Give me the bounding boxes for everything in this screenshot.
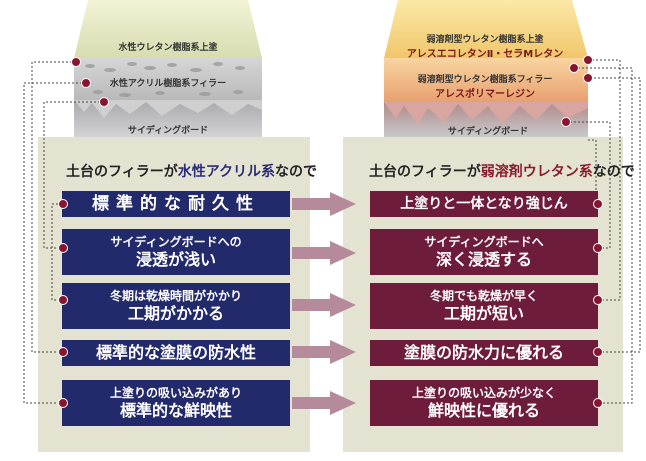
left-layer-stack <box>74 0 262 137</box>
right-item-1: 上塗りと一体となり強じん <box>370 191 598 217</box>
left-item-1: 標準的な耐久性 <box>62 191 290 217</box>
left-item-5-line1: 上塗りの吸い込みがあり <box>109 386 242 401</box>
left-item-5: 上塗りの吸い込みがあり 標準的な鮮映性 <box>62 380 290 426</box>
connector-dot <box>593 398 603 408</box>
connector-dot <box>593 243 603 253</box>
left-heading-post: なので <box>275 164 318 180</box>
left-item-5-line2: 標準的な鮮映性 <box>119 400 232 420</box>
connector-dot <box>99 97 109 107</box>
right-heading: 土台のフィラーが弱溶剤ウレタン系なので <box>369 161 635 181</box>
right-top-coat-label-1: 弱溶剤型ウレタン樹脂系上塗 <box>426 35 544 45</box>
left-item-3-line1: 冬期は乾燥時間がかかり <box>109 289 242 304</box>
right-item-4-text: 塗膜の防水力に優れる <box>403 343 564 363</box>
right-item-2-line2: 深く浸透する <box>435 249 532 269</box>
connector-dot <box>593 199 603 209</box>
left-item-2: サイディングボードへの 浸透が浅い <box>62 229 290 275</box>
connector-dot <box>71 57 81 67</box>
right-filler-label-1: 弱溶剤型ウレタン樹脂系フィラー <box>417 75 553 85</box>
left-board-label: サイディングボード <box>127 126 209 136</box>
connector-dot <box>81 78 91 88</box>
left-filler-label: 水性アクリル樹脂系フィラー <box>109 79 227 89</box>
left-heading-pre: 土台のフィラーが <box>66 164 178 180</box>
right-board-label: サイディングボード <box>447 127 529 137</box>
right-item-4: 塗膜の防水力に優れる <box>370 340 598 366</box>
right-item-3: 冬期でも乾燥が早く 工期が短い <box>370 283 598 329</box>
right-item-5: 上塗りの吸い込みが少なく 鮮映性に優れる <box>370 380 598 426</box>
left-item-4-text: 標準的な塗膜の防水性 <box>95 343 256 363</box>
connector-dot <box>561 117 571 127</box>
right-heading-highlight: 弱溶剤ウレタン系 <box>480 164 593 180</box>
left-item-3-line2: 工期がかかる <box>127 303 224 323</box>
left-item-2-line2: 浸透が浅い <box>135 249 216 269</box>
connector-dot <box>58 295 68 305</box>
connector-dot <box>569 63 579 73</box>
connector-dot <box>58 347 68 357</box>
arrows <box>292 192 356 415</box>
right-heading-post: なので <box>592 164 635 180</box>
left-item-2-line1: サイディングボードへの <box>110 235 242 250</box>
left-item-3: 冬期は乾燥時間がかかり 工期がかかる <box>62 283 290 329</box>
left-heading-highlight: 水性アクリル系 <box>177 164 276 180</box>
right-item-3-line2: 工期が短い <box>443 303 524 323</box>
right-item-1-text: 上塗りと一体となり強じん <box>400 195 568 212</box>
right-item-2: サイディングボードへ 深く浸透する <box>370 229 598 275</box>
right-item-3-line1: 冬期でも乾燥が早く <box>429 289 538 304</box>
connector-dot <box>58 243 68 253</box>
right-layer-stack <box>384 0 588 137</box>
connector-dot <box>583 55 593 65</box>
left-heading: 土台のフィラーが水性アクリル系なので <box>66 161 317 181</box>
connector-dot <box>593 347 603 357</box>
right-top-coat-label-2: アレスエコレタンⅡ・セラMレタン <box>406 49 564 60</box>
left-top-coat-label: 水性ウレタン樹脂系上塗 <box>118 43 218 53</box>
right-item-5-line2: 鮮映性に優れる <box>427 400 540 420</box>
connector-dot <box>593 295 603 305</box>
connector-dot <box>58 199 68 209</box>
connector-dot <box>58 398 68 408</box>
left-item-1-text: 標準的な耐久性 <box>92 193 260 214</box>
right-filler-label-2: アレスポリマーレジン <box>435 89 535 100</box>
left-item-4: 標準的な塗膜の防水性 <box>62 340 290 366</box>
right-item-5-line1: 上塗りの吸い込みが少なく <box>411 386 556 401</box>
connector-dot <box>583 73 593 83</box>
right-item-2-line1: サイディングボードへ <box>424 235 544 250</box>
right-heading-pre: 土台のフィラーが <box>369 164 481 180</box>
